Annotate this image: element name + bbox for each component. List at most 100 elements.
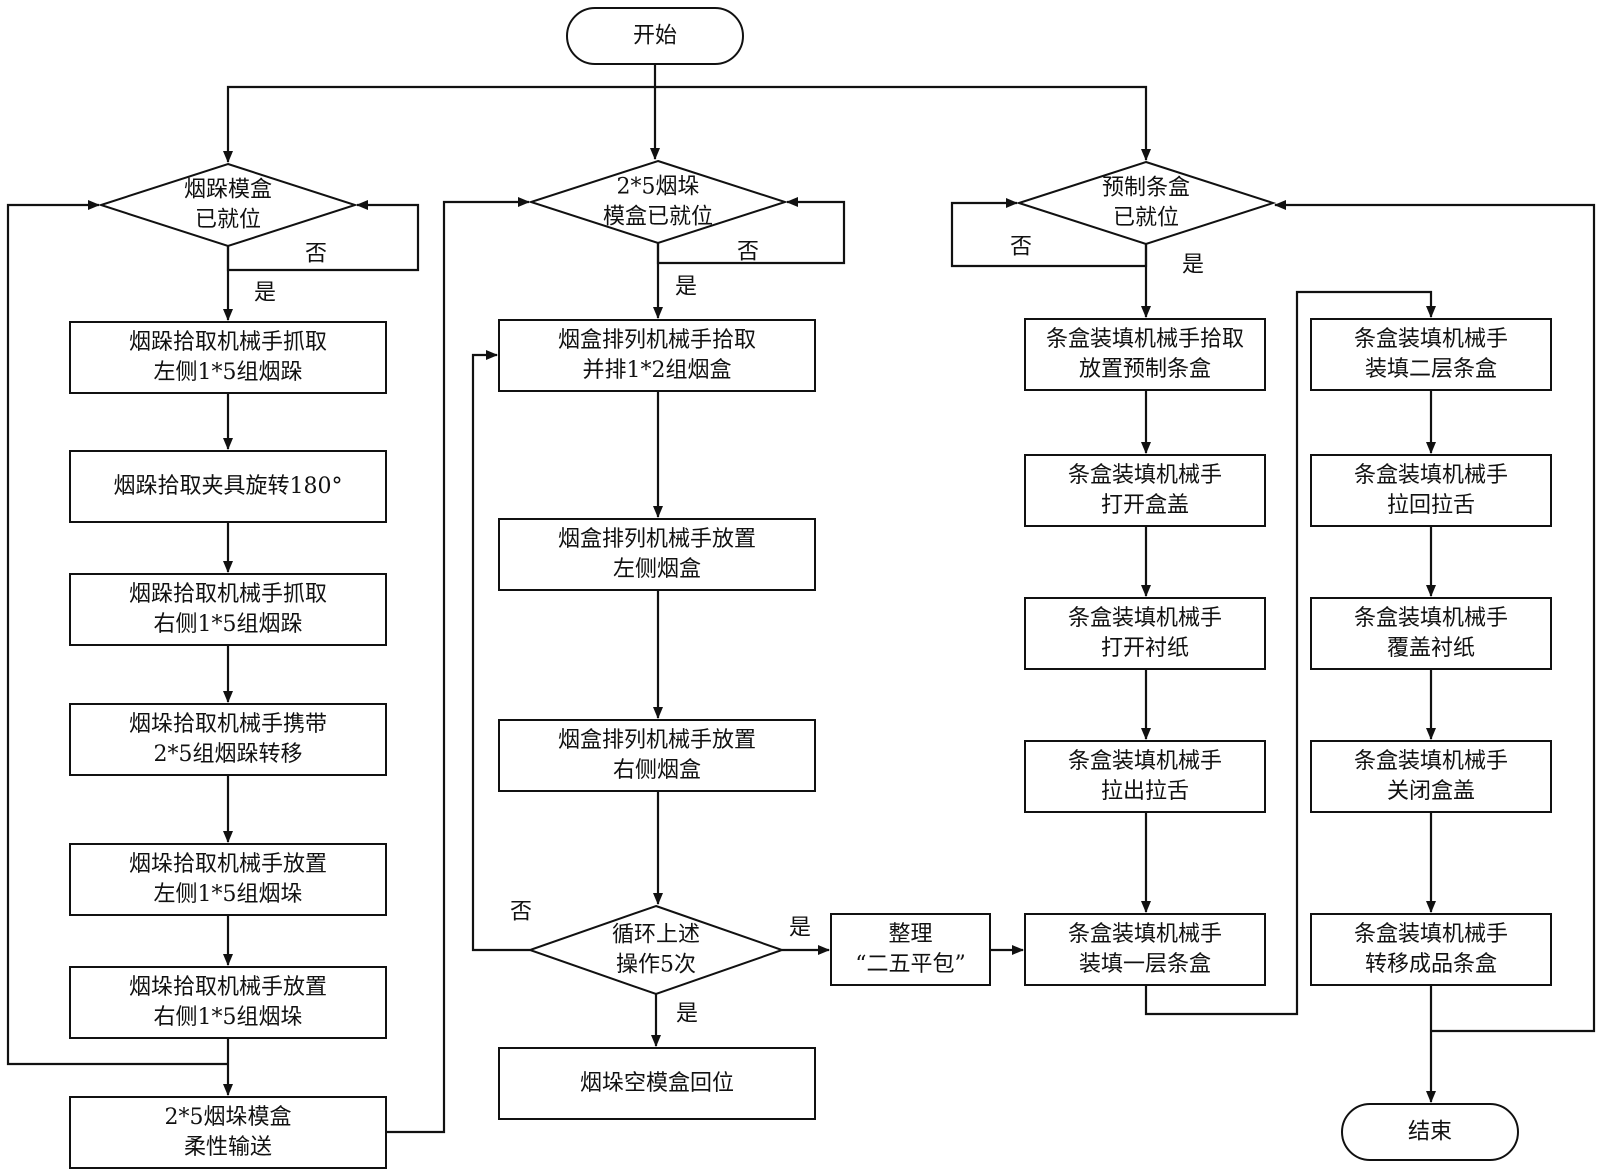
node-end: 结束 [1341,1103,1519,1161]
process-box [69,573,387,646]
node-text: 2*5烟垛 [617,175,700,200]
node-text: 右侧1*5组烟跺 [154,612,303,637]
node-text: 右侧烟盒 [613,758,701,783]
node-text: 装填一层条盒 [1079,952,1211,977]
node-text: 条盒装填机械手 [1068,749,1222,774]
node-text: 循环上述 [612,923,700,948]
node-text: 烟跺拾取夹具旋转180° [114,474,343,499]
process-box [1024,913,1266,986]
decision-diamond [97,162,359,248]
decision-diamond [1015,160,1277,246]
node-text: 烟垛空模盒回位 [580,1071,734,1096]
node-text: 打开衬纸 [1101,636,1189,661]
node-text: 柔性输送 [184,1135,272,1160]
process-box [1024,740,1266,813]
flow-arrow [223,64,657,163]
node-text: 条盒装填机械手 [1354,463,1508,488]
node-text: 左侧1*5组烟垛 [154,882,303,907]
node-text: 条盒装填机械手拾取 [1046,327,1244,352]
branch-label-no: 否 [510,900,532,925]
node-text: 烟跺拾取机械手抓取 [129,330,327,355]
node-text: 转移成品条盒 [1365,952,1497,977]
node-text: 烟跺模盒 [184,178,272,203]
process-box [69,843,387,916]
node-text: 预制条盒 [1102,176,1190,201]
node-text: 条盒装填机械手 [1068,463,1222,488]
process-box [498,319,816,392]
flow-arrow [226,200,420,272]
decision-diamond [527,159,789,245]
node-text: 已就位 [195,208,261,233]
node-text: 条盒装填机械手 [1068,922,1222,947]
branch-label-yes: 是 [675,275,697,300]
node-text: 条盒装填机械手 [1354,327,1508,352]
process-box [1310,913,1552,986]
node-text: 拉出拉舌 [1101,779,1189,804]
flow-arrow [1144,290,1436,1016]
node-text: 左侧1*5组烟跺 [154,360,303,385]
node-text: 烟跺拾取机械手抓取 [129,582,327,607]
node-text: “二五平包” [855,952,966,977]
node-text: 烟盒排列机械手拾取 [558,328,756,353]
branch-label-no: 否 [737,240,759,265]
node-text: 打开盒盖 [1101,493,1189,518]
process-box [1310,454,1552,527]
node-text: 烟垛拾取机械手携带 [129,712,327,737]
flow-arrow [471,350,530,952]
process-box [498,518,816,591]
node-text: 并排1*2组烟盒 [583,358,732,383]
terminal-capsule [566,7,744,65]
node-text: 烟盒排列机械手放置 [558,728,756,753]
node-text: 关闭盒盖 [1387,779,1475,804]
process-box [69,703,387,776]
decision-diamond [526,904,786,996]
process-box [1310,318,1552,391]
node-text: 拉回拉舌 [1387,493,1475,518]
flow-arrow [386,197,530,1134]
flow-arrow [6,200,228,1066]
process-box [498,719,816,792]
node-text: 装填二层条盒 [1365,357,1497,382]
process-box [1024,597,1266,670]
node-text: 烟垛拾取机械手放置 [129,852,327,877]
branch-label-yes: 是 [789,916,811,941]
process-box [69,321,387,394]
process-box [1024,318,1266,391]
node-b4: 烟垛空模盒回位 [498,1047,816,1120]
node-text: 左侧烟盒 [613,557,701,582]
terminal-capsule [1341,1103,1519,1161]
node-p: 整理“二五平包” [830,913,991,986]
branch-label-no: 否 [305,242,327,267]
process-box [69,450,387,523]
node-text: 烟盒排列机械手放置 [558,527,756,552]
node-text: 条盒装填机械手 [1354,606,1508,631]
flow-arrow [655,85,1151,161]
node-text: 结束 [1408,1120,1452,1145]
node-a2: 烟跺拾取夹具旋转180° [69,450,387,523]
node-text: 已就位 [1113,206,1179,231]
process-box [1310,740,1552,813]
node-text: 条盒装填机械手 [1068,606,1222,631]
node-text: 条盒装填机械手 [1354,922,1508,947]
process-box [1310,597,1552,670]
